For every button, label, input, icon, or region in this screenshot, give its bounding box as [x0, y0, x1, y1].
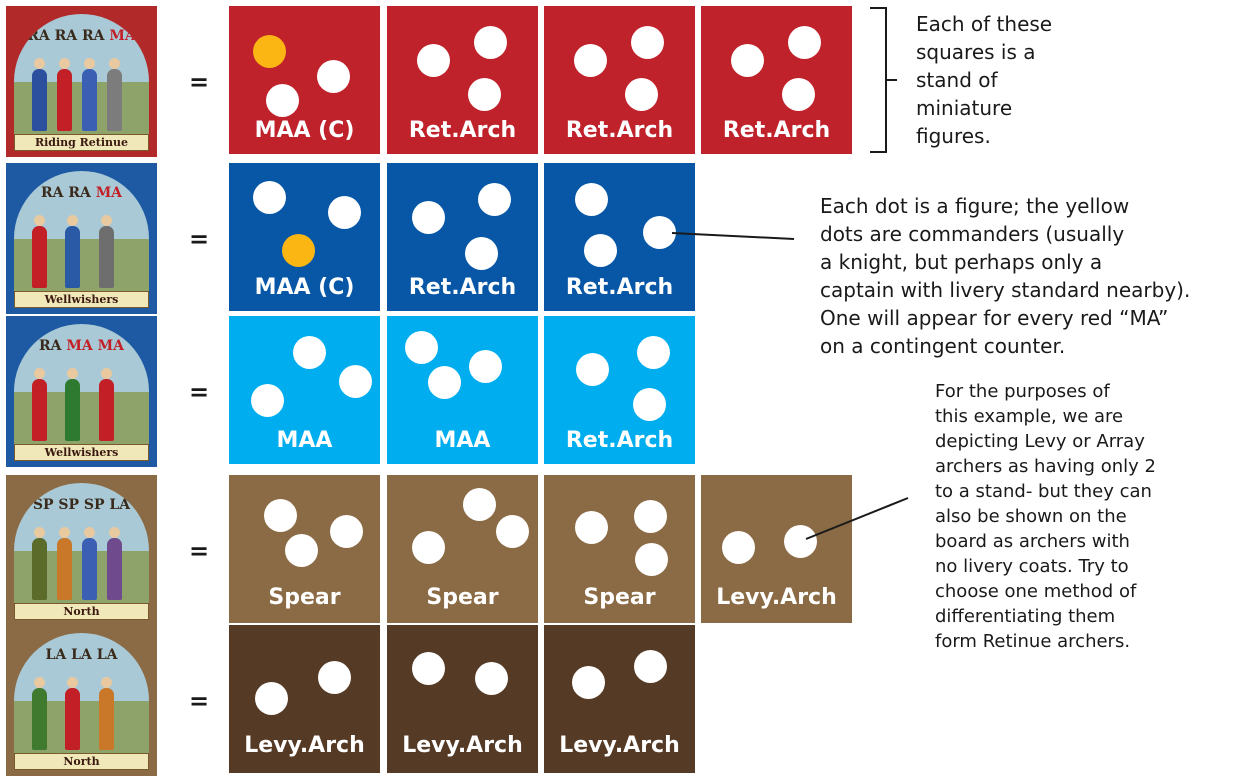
note-line: For the purposes of: [935, 379, 1156, 404]
note-line: also be shown on the: [935, 504, 1156, 529]
note-line: to a stand- but they can: [935, 479, 1156, 504]
note-line: stand of: [916, 66, 1052, 94]
note-line: figures.: [916, 122, 1052, 150]
note-line: Each of these: [916, 10, 1052, 38]
levy-note: For the purposes ofthis example, we ared…: [935, 379, 1156, 654]
note-line: dots are commanders (usually: [820, 220, 1190, 248]
note-line: form Retinue archers.: [935, 629, 1156, 654]
note-line: differentiating them: [935, 604, 1156, 629]
note-line: on a contingent counter.: [820, 332, 1190, 360]
note-line: Each dot is a figure; the yellow: [820, 192, 1190, 220]
note-line: archers as having only 2: [935, 454, 1156, 479]
note-line: a knight, but perhaps only a: [820, 248, 1190, 276]
note-line: choose one method of: [935, 579, 1156, 604]
dots-callout-line: [672, 233, 794, 239]
squares-bracket: [870, 8, 897, 152]
note-line: this example, we are: [935, 404, 1156, 429]
note-line: board as archers with: [935, 529, 1156, 554]
note-line: squares is a: [916, 38, 1052, 66]
note-line: captain with livery standard nearby).: [820, 276, 1190, 304]
levy-callout-line: [806, 498, 908, 539]
note-line: miniature: [916, 94, 1052, 122]
note-line: depicting Levy or Array: [935, 429, 1156, 454]
note-line: no livery coats. Try to: [935, 554, 1156, 579]
note-line: One will appear for every red “MA”: [820, 304, 1190, 332]
